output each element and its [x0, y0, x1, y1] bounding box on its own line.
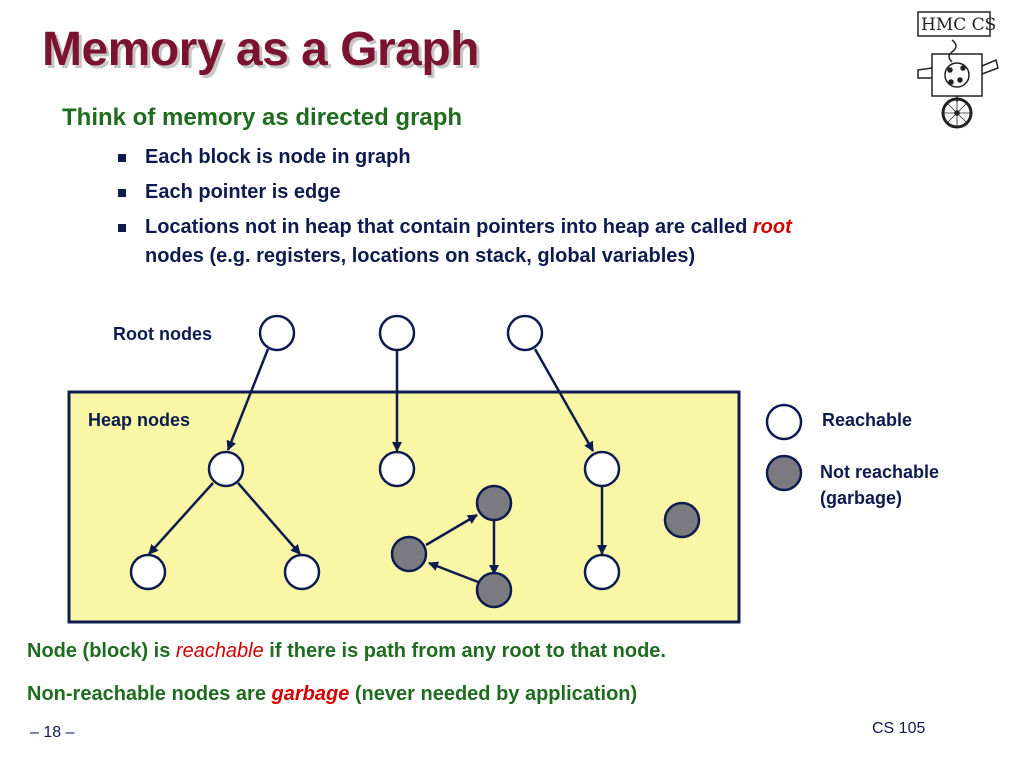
edges	[148, 348, 607, 584]
edge-root1-heapA	[226, 348, 270, 451]
heap-node-garbage	[390, 535, 428, 573]
legend-reachable-label: Reachable	[822, 410, 913, 430]
edge-heapA-heapE	[237, 482, 301, 555]
heap-node-reachable	[207, 450, 245, 488]
bullet-text: Each pointer is edge	[145, 181, 341, 203]
page-number: – 18 –	[30, 724, 75, 741]
bullet-text: Each block is node in graph	[145, 146, 411, 168]
bullet-square-icon	[118, 224, 126, 232]
course-label: CS 105	[872, 720, 926, 737]
subheading: Think of memory as directed graph	[62, 104, 463, 131]
reachable-definition: Node (block) is reachable if there is pa…	[27, 640, 666, 662]
bullet-text: Locations not in heap that contain point…	[145, 216, 792, 267]
reachable-emphasis: reachable	[175, 640, 264, 662]
heap-node-reachable	[583, 450, 621, 488]
bullet-square-icon	[118, 154, 126, 162]
root-nodes-label: Root nodes	[113, 324, 212, 344]
heap-nodes-label: Heap nodes	[88, 410, 191, 430]
legend-garbage-swatch	[765, 454, 803, 492]
legend-not-reachable-label: Not reachable	[820, 462, 940, 482]
garbage-emphasis: garbage	[271, 683, 350, 705]
heap-node-garbage	[475, 571, 513, 609]
edge-heapA-heapD	[148, 482, 214, 555]
legend-garbage-label: (garbage)	[820, 488, 903, 508]
heap-node-garbage	[475, 484, 513, 522]
page-title: Memory as a Graph	[42, 23, 480, 76]
garbage-definition: Non-reachable nodes are garbage (never n…	[27, 683, 638, 705]
root-node	[378, 314, 416, 352]
root-node	[506, 314, 544, 352]
bullet-square-icon	[118, 189, 126, 197]
heap-node-reachable	[129, 553, 167, 591]
root-emphasis: root	[752, 216, 792, 238]
heap-region	[67, 390, 741, 624]
heap-node-garbage	[663, 501, 701, 539]
root-node	[258, 314, 296, 352]
edge-garbage1-garbage2	[425, 513, 478, 547]
heap-node-reachable	[378, 450, 416, 488]
heap-node-reachable	[583, 553, 621, 591]
heap-node-reachable	[283, 553, 321, 591]
edge-garbage3-garbage1	[428, 561, 479, 584]
edge-root3-heapC	[533, 348, 595, 452]
legend-reachable-swatch	[765, 403, 803, 441]
